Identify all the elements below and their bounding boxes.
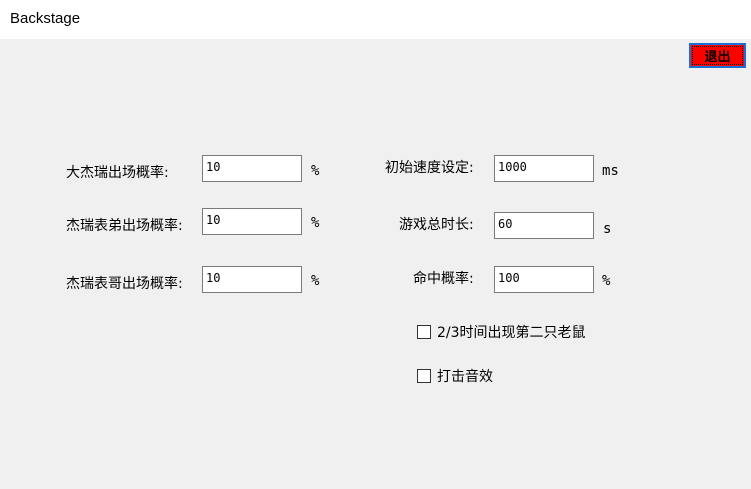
total-game-time-unit: s (603, 221, 612, 237)
hit-sound-checkbox[interactable] (417, 369, 431, 383)
big-jerry-probability-unit: % (311, 163, 320, 179)
initial-speed-unit: ms (602, 163, 619, 179)
second-mouse-label: 2/3时间出现第二只老鼠 (437, 325, 586, 341)
hit-sound-label: 打击音效 (437, 369, 493, 385)
hit-probability-label: 命中概率: (413, 271, 474, 287)
exit-button-label: 退出 (692, 46, 743, 65)
jerry-cousin-older-probability-label: 杰瑞表哥出场概率: (66, 276, 183, 292)
exit-button[interactable]: 退出 (689, 43, 746, 68)
second-mouse-checkbox[interactable] (417, 325, 431, 339)
jerry-cousin-older-probability-unit: % (311, 273, 320, 289)
hit-sound-option[interactable]: 打击音效 (417, 366, 493, 386)
hit-probability-input[interactable]: 100 (494, 266, 594, 293)
jerry-cousin-younger-probability-label: 杰瑞表弟出场概率: (66, 218, 183, 234)
jerry-cousin-younger-probability-unit: % (311, 215, 320, 231)
jerry-cousin-older-probability-input[interactable]: 10 (202, 266, 302, 293)
total-game-time-input[interactable]: 60 (494, 212, 594, 239)
hit-probability-unit: % (602, 273, 611, 289)
title-bar: Backstage (0, 0, 751, 39)
jerry-cousin-younger-probability-input[interactable]: 10 (202, 208, 302, 235)
big-jerry-probability-label: 大杰瑞出场概率: (66, 165, 169, 181)
initial-speed-input[interactable]: 1000 (494, 155, 594, 182)
second-mouse-option[interactable]: 2/3时间出现第二只老鼠 (417, 322, 586, 342)
window-title: Backstage (10, 10, 81, 27)
total-game-time-label: 游戏总时长: (399, 217, 474, 233)
big-jerry-probability-input[interactable]: 10 (202, 155, 302, 182)
initial-speed-label: 初始速度设定: (385, 160, 474, 176)
